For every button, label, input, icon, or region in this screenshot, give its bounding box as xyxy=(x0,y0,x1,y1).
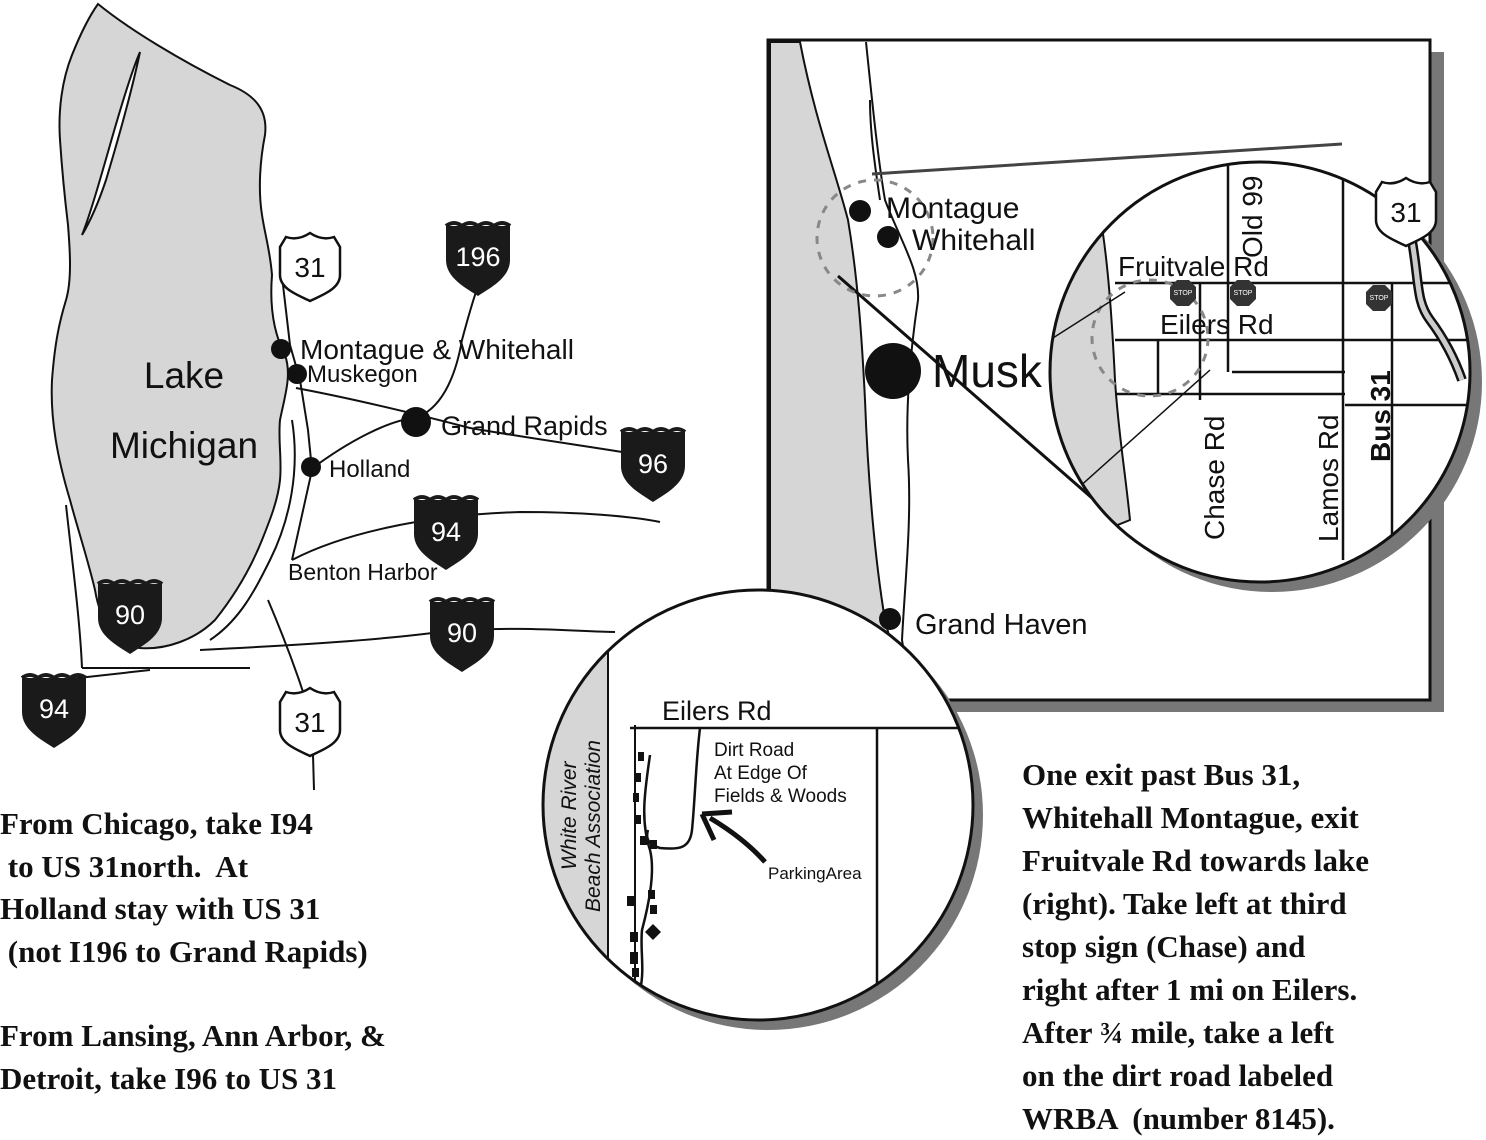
benton-harbor-label: Benton Harbor xyxy=(288,559,438,585)
holland-dot xyxy=(301,457,321,477)
muskegon-label: Muskegon xyxy=(307,361,418,388)
dirt-road-label-1: Dirt Road xyxy=(714,740,794,761)
svg-text:96: 96 xyxy=(638,449,668,479)
detail-focus-ring xyxy=(1090,278,1210,398)
directions-right-line: (right). Take left at third xyxy=(1022,886,1347,921)
dirt-road-label-3: Fields & Woods xyxy=(714,786,847,807)
grand-rapids-dot xyxy=(401,407,431,437)
directions-left-spacer xyxy=(0,973,386,1015)
old99-label: Old 99 xyxy=(1237,176,1268,259)
svg-text:31: 31 xyxy=(294,707,325,738)
regional-connector-road xyxy=(869,99,881,201)
stop-sign-3-icon: STOP xyxy=(1366,285,1392,311)
west-shore-line xyxy=(65,504,83,669)
directions-right-line: Fruitvale Rd towards lake xyxy=(1022,843,1370,878)
overview-map: Lake Michigan Montague & Whitehall Muske… xyxy=(20,2,687,791)
directions-right-line: right after 1 mi on Eilers. xyxy=(1022,972,1358,1007)
us31-detail-shield-icon: 31 xyxy=(1374,176,1438,248)
whitehall-inset-dot xyxy=(877,226,899,248)
i94-shield-icon: 94 xyxy=(412,495,480,570)
directions-left-line: (not I196 to Grand Rapids) xyxy=(0,933,368,969)
montague-dot xyxy=(271,339,291,359)
muskegon-inset-label: Musk xyxy=(932,345,1043,397)
directions-right-line: Whitehall Montague, exit xyxy=(1022,800,1359,835)
i96-shield-icon: 96 xyxy=(619,427,687,502)
directions-right-line: on the dirt road labeled xyxy=(1022,1058,1334,1093)
i90-west-shield-icon: 90 xyxy=(96,579,164,654)
bus31-label: Bus 31 xyxy=(1365,370,1396,462)
eilers-detail-label: Eilers Rd xyxy=(1160,309,1274,340)
i196-road xyxy=(309,274,483,471)
grand-rapids-label: Grand Rapids xyxy=(441,411,608,441)
svg-text:196: 196 xyxy=(455,242,500,272)
i94-road xyxy=(291,510,661,561)
whitehall-inset-label: Whitehall xyxy=(912,224,1035,257)
i90-road xyxy=(199,627,616,651)
stop-sign-1-icon: STOP xyxy=(1170,280,1196,306)
svg-text:STOP: STOP xyxy=(1174,290,1193,297)
montague-whitehall-label: Montague & Whitehall xyxy=(300,334,574,365)
svg-text:STOP: STOP xyxy=(1234,290,1253,297)
us31-road xyxy=(282,284,314,561)
lamos-label: Lamos Rd xyxy=(1313,414,1344,542)
svg-text:90: 90 xyxy=(447,618,477,648)
regional-zoom-line-2 xyxy=(837,274,1109,514)
regional-focus-ring xyxy=(815,178,935,298)
i96-road xyxy=(295,387,641,456)
montague-inset-label: Montague xyxy=(886,192,1019,225)
directions-left: From Chicago, take I94 to US 31north. At… xyxy=(0,803,386,1100)
i196-shield-icon: 196 xyxy=(444,221,512,296)
holland-label: Holland xyxy=(329,456,410,483)
us31-north-shield-icon: 31 xyxy=(278,231,342,303)
directions-left-line: to US 31north. At xyxy=(0,848,249,884)
grand-haven-inset-dot xyxy=(879,608,901,630)
svg-text:31: 31 xyxy=(1390,197,1421,228)
detail-circle: STOP STOP STOP Fruitvale Rd Eilers Rd Ol… xyxy=(1048,160,1482,592)
site-circle: Eilers Rd White River Beach Association … xyxy=(541,588,983,1030)
parking-label: ParkingArea xyxy=(768,864,862,883)
parking-arrow-icon xyxy=(708,815,767,864)
directions-left-line: From Chicago, take I94 xyxy=(0,806,313,841)
directions-right-line: WRBA (number 8145). xyxy=(1022,1101,1335,1136)
stop-sign-2-icon: STOP xyxy=(1230,280,1256,306)
association-label-2: Beach Association xyxy=(582,740,605,912)
eilers-site-label: Eilers Rd xyxy=(662,696,772,726)
directions-right: One exit past Bus 31, Whitehall Montague… xyxy=(1022,753,1369,1140)
fruitvale-label: Fruitvale Rd xyxy=(1118,251,1269,282)
lake-michigan-shape xyxy=(50,2,289,650)
east-shore-line xyxy=(209,419,296,641)
svg-text:31: 31 xyxy=(294,252,325,283)
muskegon-inset-dot xyxy=(865,343,921,399)
dirt-road-label-2: At Edge Of xyxy=(714,763,808,784)
cabins xyxy=(627,752,661,977)
lake-label-1: Lake xyxy=(144,355,224,396)
association-label-1: White River xyxy=(558,760,581,870)
lake-label-2: Michigan xyxy=(110,425,258,466)
directions-right-line: After ¾ mile, take a left xyxy=(1022,1015,1334,1050)
trail xyxy=(638,754,654,991)
chase-label: Chase Rd xyxy=(1199,415,1230,540)
grand-haven-inset-label: Grand Haven xyxy=(915,609,1088,641)
directions-left-line: Holland stay with US 31 xyxy=(0,891,321,926)
directions-right-line: One exit past Bus 31, xyxy=(1022,757,1301,792)
us31-detail-road-inner xyxy=(1407,229,1465,381)
directions-left-line: Detroit, take I96 to US 31 xyxy=(0,1060,337,1096)
i94-west-shield-icon: 94 xyxy=(20,673,88,748)
montague-inset-dot xyxy=(849,200,871,222)
directions-right-line: stop sign (Chase) and xyxy=(1022,929,1306,964)
svg-text:STOP: STOP xyxy=(1370,295,1389,302)
directions-left-line: From Lansing, Ann Arbor, & xyxy=(0,1018,386,1053)
svg-text:94: 94 xyxy=(39,694,69,724)
green-bay-shape xyxy=(81,51,141,236)
muskegon-dot xyxy=(287,364,307,384)
i90-east-shield-icon: 90 xyxy=(428,597,496,672)
svg-text:94: 94 xyxy=(431,517,461,547)
site-circle-outline xyxy=(541,588,975,1022)
svg-text:90: 90 xyxy=(115,600,145,630)
detail-circle-outline xyxy=(1048,160,1472,584)
regional-zoom-line xyxy=(871,142,1343,176)
us31-south-shield-icon: 31 xyxy=(278,686,342,758)
